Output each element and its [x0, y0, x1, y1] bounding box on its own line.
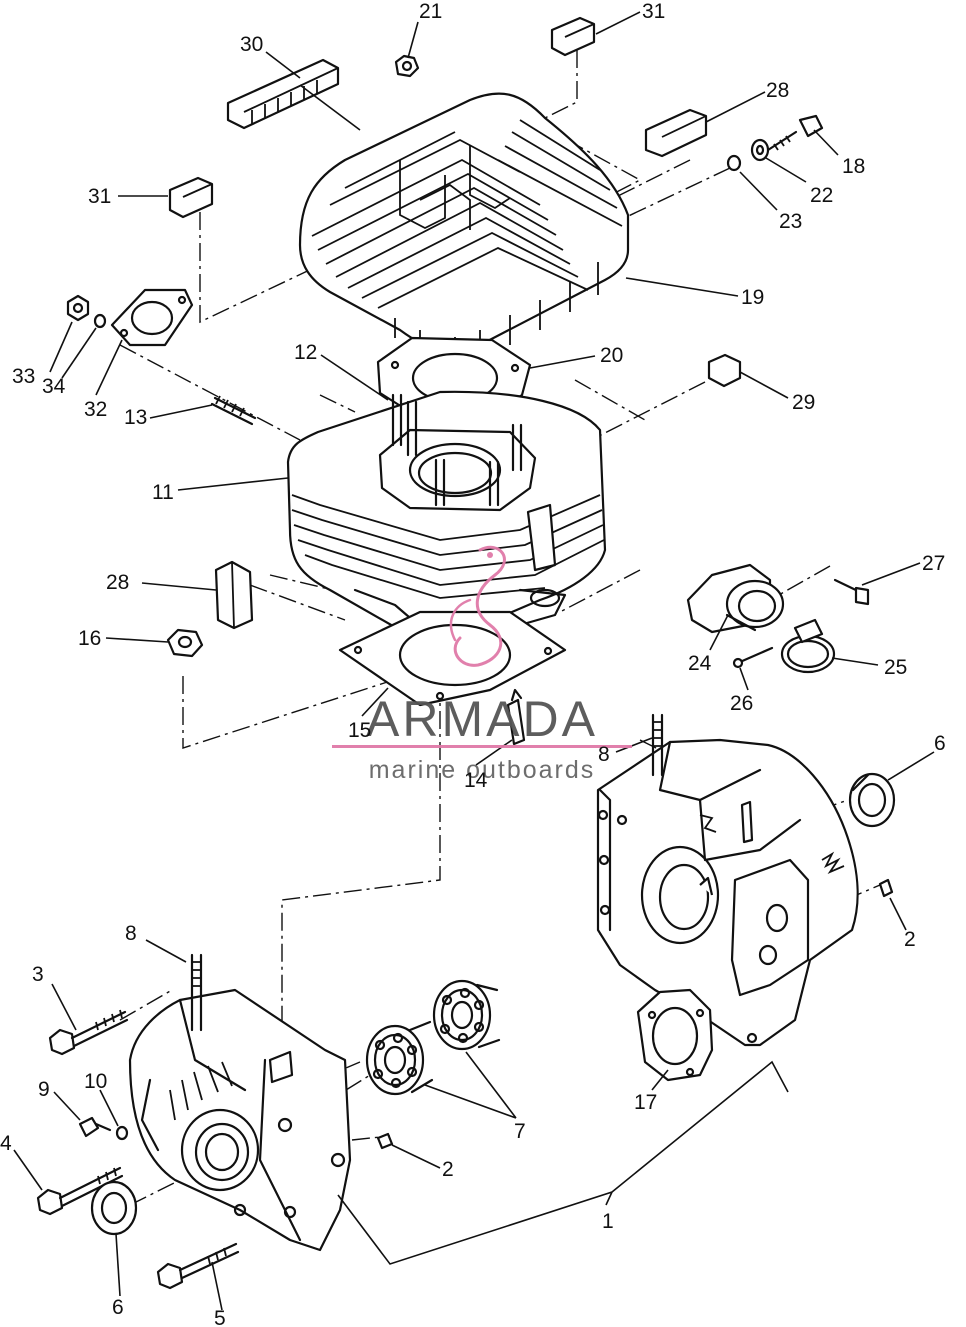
- stud-left: [190, 953, 203, 1032]
- exhaust-stud: [210, 395, 257, 426]
- hose-clamp: [780, 618, 836, 674]
- clamp-screw: [732, 646, 774, 669]
- flange-nut: [166, 628, 204, 658]
- callout-3: 3: [32, 963, 44, 986]
- callout-18: 18: [842, 155, 865, 178]
- dowel-pin: [506, 688, 526, 746]
- drain-washer: [115, 1125, 129, 1141]
- intake-flange: [686, 563, 785, 634]
- oil-seal-left: [90, 1180, 138, 1236]
- base-gasket: [338, 610, 567, 707]
- callout-20: 20: [600, 344, 623, 367]
- stud-right: [651, 713, 664, 777]
- callout-23: 23: [779, 210, 802, 233]
- deflector-small-top: [550, 16, 596, 57]
- callout-leaders: [13, 11, 935, 1311]
- callout-24: 24: [688, 652, 712, 675]
- watermark-rule: [332, 745, 632, 748]
- callout-4: 4: [0, 1132, 12, 1155]
- callout-29: 29: [792, 391, 815, 414]
- crankcase-right: [596, 738, 859, 1047]
- watermark-brand: ARMADA: [366, 691, 598, 747]
- callout-7: 7: [514, 1120, 526, 1143]
- crankcase-left: [128, 988, 352, 1252]
- callout-2: 2: [904, 928, 916, 951]
- cylinder-head: [298, 92, 630, 355]
- deflector-long: [226, 58, 340, 130]
- callout-9: 9: [38, 1078, 50, 1101]
- callout-17: 17: [634, 1091, 657, 1114]
- lock-washer: [93, 313, 107, 329]
- callout-16: 16: [78, 627, 101, 650]
- callout-6: 6: [934, 732, 946, 755]
- watermark: ARMADA marine outboards: [332, 545, 632, 784]
- cover-gasket: [636, 988, 714, 1082]
- callout-13: 13: [124, 406, 147, 429]
- watermark-tagline: marine outboards: [369, 756, 596, 784]
- callout-27: 27: [922, 552, 945, 575]
- watermark-seahorse-icon: [449, 545, 506, 667]
- callout-28: 28: [766, 79, 789, 102]
- callout-19: 19: [741, 286, 764, 309]
- head-bolt-washer-set: [726, 114, 824, 172]
- callout-6: 6: [112, 1296, 124, 1319]
- callout-26: 26: [730, 692, 753, 715]
- deflector-cube: [707, 353, 742, 388]
- cylinder-block: [286, 390, 607, 639]
- main-bearings: [365, 979, 501, 1096]
- callout-32: 32: [84, 398, 107, 421]
- callout-31: 31: [642, 0, 665, 23]
- dowel-left: [376, 1132, 394, 1150]
- cylinder-studs: [391, 393, 523, 507]
- deflector-vertical: [214, 560, 254, 630]
- callout-12: 12: [294, 341, 317, 364]
- callout-8: 8: [125, 922, 137, 945]
- bolt-3: [48, 1009, 129, 1056]
- callout-labels: 31 21 30 28 18 22 23 31 19 33 34 32 12 2…: [0, 0, 946, 1327]
- callout-31: 31: [88, 185, 111, 208]
- flange-bolt: [833, 578, 870, 606]
- callout-11: 11: [152, 481, 174, 504]
- drain-screw: [78, 1116, 112, 1138]
- callout-21: 21: [419, 0, 442, 23]
- exhaust-gasket: [110, 288, 194, 347]
- callout-33: 33: [12, 365, 35, 388]
- callout-22: 22: [810, 184, 833, 207]
- exhaust-nut: [66, 294, 90, 322]
- callout-34: 34: [42, 375, 66, 398]
- callout-2: 2: [442, 1158, 454, 1181]
- callout-5: 5: [214, 1307, 226, 1327]
- bolt-5: [156, 1242, 240, 1290]
- callout-14: 14: [464, 769, 488, 792]
- callout-30: 30: [240, 33, 263, 56]
- callout-1: 1: [602, 1210, 614, 1233]
- callout-28: 28: [106, 571, 129, 594]
- callout-15: 15: [348, 719, 371, 742]
- callout-25: 25: [884, 656, 907, 679]
- deflector-medium: [644, 108, 708, 158]
- deflector-small-left: [168, 176, 214, 219]
- nut-21: [394, 54, 420, 78]
- dowel-right: [878, 878, 894, 898]
- callout-8: 8: [598, 743, 610, 766]
- oil-seal-right: [848, 772, 896, 828]
- callout-10: 10: [84, 1070, 107, 1093]
